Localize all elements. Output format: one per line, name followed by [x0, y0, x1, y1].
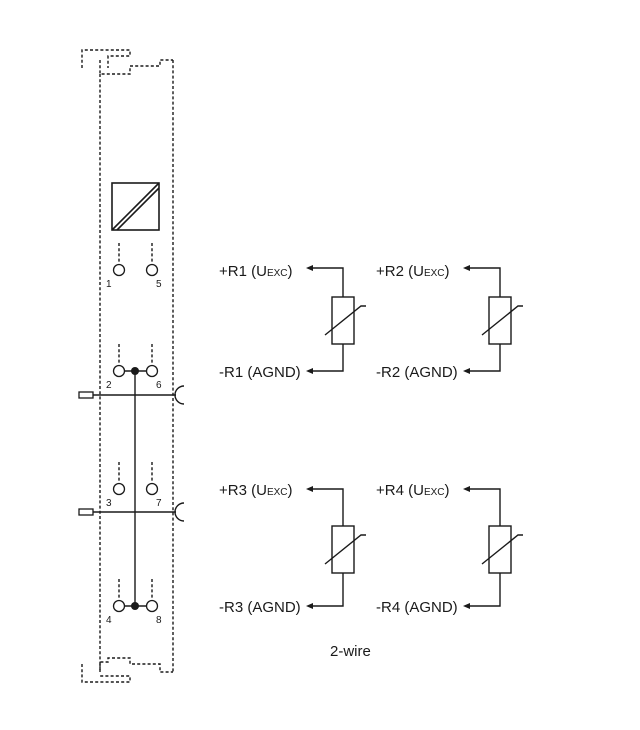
terminal-6	[145, 364, 159, 378]
terminal-1	[112, 263, 126, 277]
channel-plus-label: +R2 (UEXC)	[376, 263, 450, 280]
channel-plus-label: +R4 (UEXC)	[376, 482, 450, 499]
internal-bus	[93, 367, 176, 610]
terminal-8	[145, 599, 159, 613]
terminal-label: 8	[156, 615, 162, 626]
terminal-label: 6	[156, 380, 162, 391]
sensor-channel-r2: +R2 (UEXC) -R2 (AGND)	[376, 263, 523, 381]
terminal-3	[112, 482, 126, 496]
channel-minus-label: -R4 (AGND)	[376, 599, 458, 616]
channel-minus-label: -R2 (AGND)	[376, 364, 458, 381]
power-contact-icon	[78, 391, 94, 399]
terminal-label: 7	[156, 498, 162, 509]
terminal-label: 1	[106, 279, 112, 290]
terminal-label: 5	[156, 279, 162, 290]
channel-plus-label: +R1 (UEXC)	[219, 263, 293, 280]
terminal-4	[112, 599, 126, 613]
power-jumper-contact-icon	[174, 385, 185, 405]
terminal-5	[145, 263, 159, 277]
terminal-2	[112, 364, 126, 378]
channel-minus-label: -R3 (AGND)	[219, 599, 301, 616]
terminal-label: 2	[106, 380, 112, 391]
channel-minus-label: -R1 (AGND)	[219, 364, 301, 381]
converter-symbol-icon	[111, 182, 160, 231]
power-jumper-contact-icon	[174, 502, 185, 522]
diagram-caption: 2-wire	[330, 643, 371, 660]
sensor-channel-r4: +R4 (UEXC) -R4 (AGND)	[376, 482, 523, 616]
terminal-7	[145, 482, 159, 496]
terminal-label: 3	[106, 498, 112, 509]
terminal-label: 4	[106, 615, 112, 626]
power-contact-icon	[78, 508, 94, 516]
sensor-channel-r3: +R3 (UEXC) -R3 (AGND)	[219, 482, 366, 616]
sensor-channel-r1: +R1 (UEXC) -R1 (AGND)	[219, 263, 366, 381]
channel-plus-label: +R3 (UEXC)	[219, 482, 293, 499]
module-housing	[81, 49, 174, 683]
